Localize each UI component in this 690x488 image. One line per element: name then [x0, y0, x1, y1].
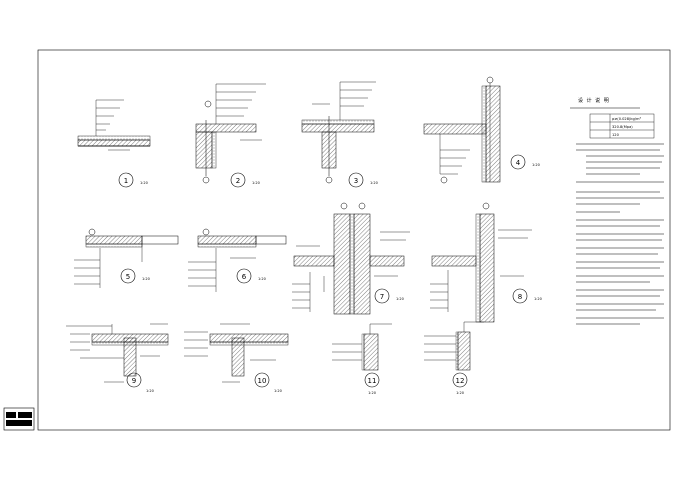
notes-row-3-value: 120: [612, 133, 620, 137]
detail-6-scale: 1:20: [258, 277, 266, 281]
detail-1: [77, 99, 151, 151]
detail-2-scale: 1:20: [252, 181, 260, 185]
detail-9-label: 9 1:20: [126, 372, 154, 393]
detail-2-label: 2 1:20: [230, 172, 260, 188]
detail-6: [188, 228, 287, 292]
detail-9-number: 9: [132, 377, 136, 385]
detail-4-scale: 1:20: [532, 163, 540, 167]
detail-3-label: 3 1:20: [348, 172, 378, 188]
detail-8-number: 8: [518, 293, 522, 301]
title-block: [3, 407, 35, 431]
detail-1-number: 1: [124, 177, 128, 185]
notes-title: 设 计 说 明: [578, 97, 610, 104]
detail-10-label: 10 1:20: [254, 372, 282, 393]
detail-11-scale: 1:20: [368, 391, 376, 395]
detail-5-number: 5: [126, 273, 130, 281]
detail-8-scale: 1:20: [534, 297, 542, 301]
detail-10-number: 10: [258, 377, 267, 385]
detail-5-scale: 1:20: [142, 277, 150, 281]
detail-12-number: 12: [456, 377, 465, 385]
detail-7: [292, 202, 410, 315]
detail-4-number: 4: [516, 159, 521, 167]
detail-3: [301, 81, 376, 184]
detail-7-scale: 1:20: [396, 297, 404, 301]
detail-9: [66, 323, 169, 383]
detail-5: [74, 228, 179, 288]
detail-4-label: 4 1:20: [510, 154, 540, 170]
detail-9-scale: 1:20: [146, 389, 154, 393]
detail-10: [184, 323, 289, 383]
detail-3-scale: 1:20: [370, 181, 378, 185]
design-notes: 设 计 说 明 ρ≥(0.028)kg/m³ 320.8(Mpa) 120: [570, 97, 664, 325]
detail-2-number: 2: [236, 177, 240, 185]
detail-12: [424, 321, 484, 371]
detail-3-number: 3: [354, 177, 358, 185]
detail-8: [430, 202, 532, 323]
detail-12-scale: 1:20: [456, 391, 464, 395]
detail-7-number: 7: [380, 293, 384, 301]
detail-4: [423, 76, 501, 184]
sheet-border: [37, 49, 671, 431]
detail-6-label: 6 1:20: [236, 268, 266, 284]
detail-2: [195, 83, 266, 184]
detail-12-label: 12 1:20: [452, 372, 468, 395]
detail-11: [332, 323, 392, 371]
detail-10-scale: 1:20: [274, 389, 282, 393]
detail-5-label: 5 1:20: [120, 268, 150, 284]
notes-row-2-value: 320.8(Mpa): [612, 125, 633, 129]
detail-1-scale: 1:20: [140, 181, 148, 185]
detail-7-label: 7 1:20: [374, 288, 404, 304]
detail-1-label: 1 1:20: [118, 172, 148, 188]
notes-row-1-value: ρ≥(0.028)kg/m³: [612, 117, 641, 121]
notes-text-lines: [570, 107, 664, 325]
detail-8-label: 8 1:20: [512, 288, 542, 304]
detail-6-number: 6: [242, 273, 247, 281]
detail-11-label: 11 1:20: [364, 372, 380, 395]
detail-11-number: 11: [368, 377, 377, 385]
